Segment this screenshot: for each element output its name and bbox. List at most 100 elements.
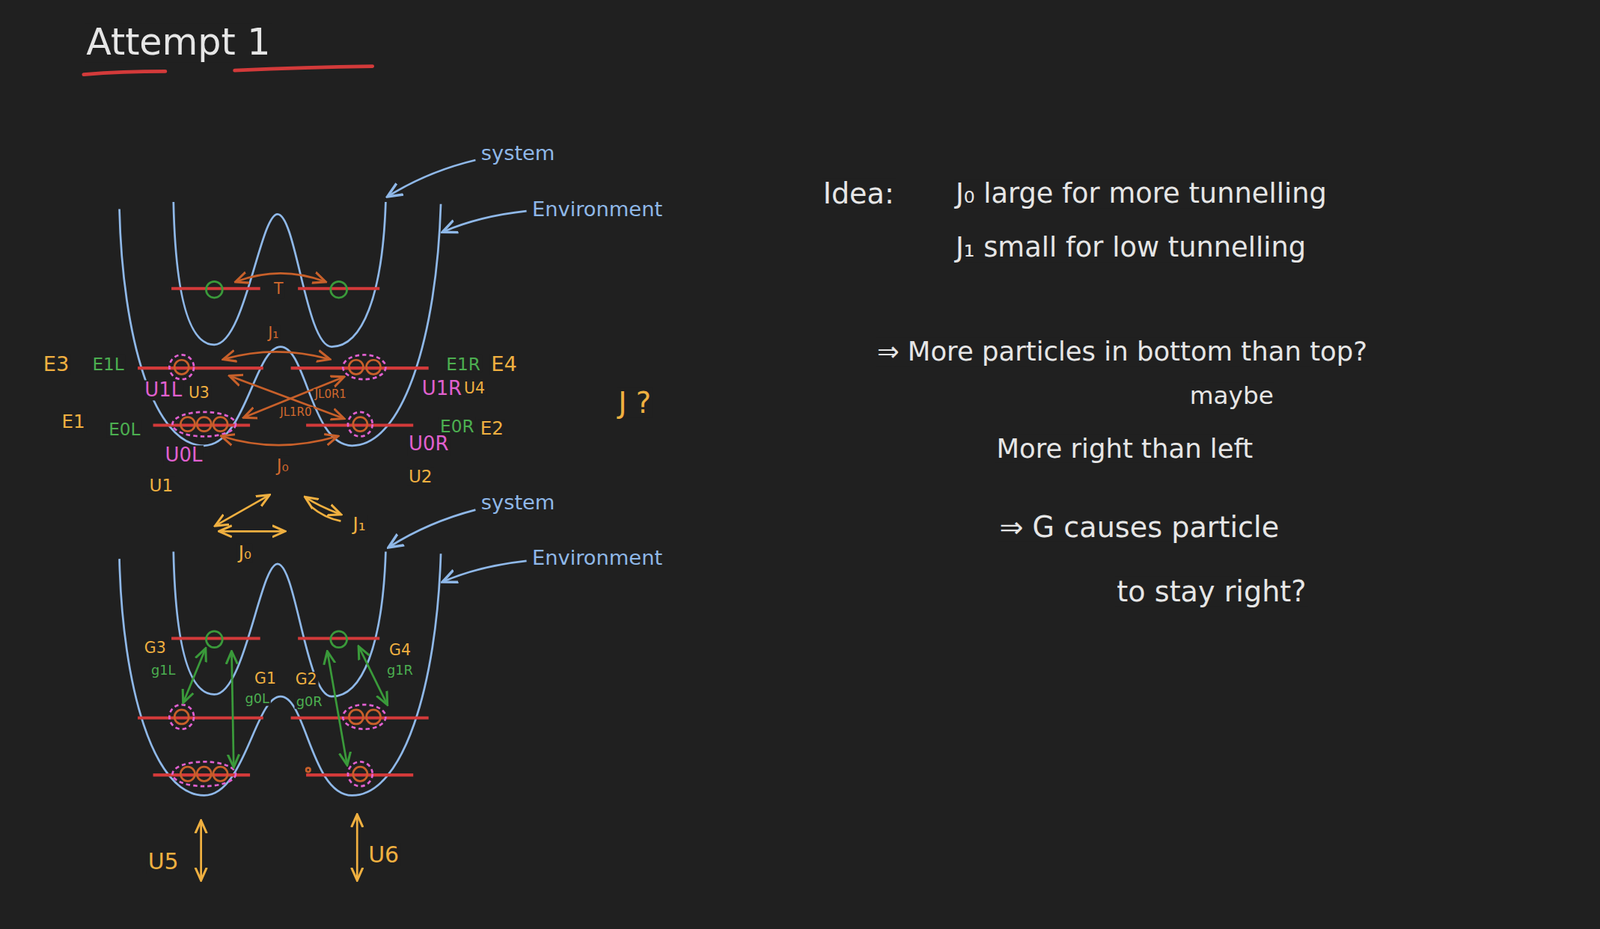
particle: [330, 631, 348, 649]
symbol-label: U0L: [163, 446, 204, 467]
note-text: to stay right?: [1115, 576, 1308, 607]
symbol-label: J₁: [266, 325, 280, 342]
symbol-label: E3: [41, 353, 72, 375]
double-well: [119, 552, 442, 797]
symbol-label: G3: [142, 640, 168, 657]
symbol-label: J₁: [350, 514, 367, 535]
particle: [174, 710, 189, 725]
system-potential: [173, 202, 387, 348]
symbol-label: JL1R0: [278, 407, 313, 420]
symbol-label: U1: [148, 476, 176, 495]
coupling-arrow: [327, 653, 348, 765]
double-well: [119, 202, 442, 447]
symbol-label: G4: [387, 642, 413, 659]
particle: [213, 767, 228, 782]
energy-level: [171, 636, 261, 640]
energy-level: [291, 366, 429, 370]
symbol-label: g0R: [294, 695, 325, 710]
tunnelling-arrow: [222, 437, 337, 447]
environment-particles: [174, 359, 381, 432]
coupling-arrows: [183, 648, 387, 767]
note-text: maybe: [1188, 383, 1276, 409]
coupling-arrow: [311, 507, 342, 522]
leader-line: [389, 160, 476, 197]
ring: [342, 354, 386, 380]
particle: [366, 710, 381, 725]
environment-particles: [174, 710, 381, 782]
symbol-label: E0L: [107, 420, 142, 439]
underline: [234, 66, 373, 71]
particle: [180, 767, 195, 782]
coupling-arrow: [220, 530, 285, 533]
underline: [83, 71, 166, 75]
particle: [205, 281, 223, 298]
energy-arrow: [199, 822, 203, 880]
symbol-label: G2: [294, 672, 319, 689]
ring: [169, 354, 194, 380]
tunnelling-arrow: [236, 273, 325, 282]
ring: [172, 412, 236, 438]
energy-level: [306, 773, 414, 777]
energy-levels: [137, 638, 429, 776]
system-particles: [205, 631, 347, 649]
interaction-rings: [169, 354, 386, 437]
symbol-label: E1: [60, 413, 87, 433]
energy-level: [291, 716, 429, 720]
environment-potential: [119, 553, 442, 796]
symbol-label: E4: [489, 353, 519, 375]
symbol-label: J₀: [237, 543, 253, 563]
symbol-label: J ?: [616, 388, 653, 419]
symbol-label: Environment: [530, 198, 664, 221]
symbol-label: U4: [462, 380, 487, 397]
system-particles: [205, 281, 347, 298]
particle: [213, 417, 228, 432]
particle: [205, 631, 223, 649]
symbol-label: system: [479, 142, 557, 164]
tunnelling-arrow: [224, 351, 329, 360]
energy-level: [171, 287, 261, 291]
symbol-label: U1L: [142, 380, 184, 402]
leader-lines: [389, 160, 527, 582]
symbol-label: U5: [146, 850, 181, 875]
symbol-label: T: [272, 282, 285, 298]
symbol-label: E0R: [438, 417, 476, 436]
particle: [174, 359, 189, 375]
ring: [172, 761, 236, 787]
leader-line: [443, 561, 527, 582]
note-text: J₀ large for more tunnelling: [954, 179, 1329, 209]
coupling-arrow: [216, 496, 269, 527]
symbol-label: U3: [187, 386, 212, 402]
energy-arrow: [356, 816, 359, 881]
symbol-label: system: [479, 492, 557, 515]
particle: [306, 768, 310, 773]
symbol-label: U1R: [420, 378, 464, 399]
symbol-label: G1: [252, 671, 278, 687]
particle: [196, 767, 212, 782]
energy-level: [297, 287, 380, 291]
note-text: ⇒ G causes particle: [998, 512, 1282, 543]
particle: [196, 417, 212, 432]
tunnelling-arrows: [222, 273, 343, 446]
coupling-arrow: [183, 649, 206, 702]
symbol-label: g0L: [243, 692, 271, 707]
particle: [353, 767, 368, 782]
energy-level: [137, 366, 264, 370]
note-text: More right than left: [994, 434, 1255, 463]
particle: [366, 359, 381, 375]
ring: [347, 412, 373, 438]
particle: [330, 281, 348, 298]
interaction-rings: [169, 704, 386, 787]
energy-level: [297, 636, 380, 640]
symbol-label: g1L: [149, 663, 177, 679]
energy-levels: [137, 288, 429, 426]
symbol-label: E1R: [444, 355, 482, 374]
leader-line: [443, 211, 527, 232]
coupling-arrow: [231, 653, 235, 767]
symbol-label: g1R: [385, 663, 415, 679]
ring: [169, 704, 194, 730]
coupling-arrows: [216, 496, 341, 533]
note-text: J₁ small for low tunnelling: [954, 233, 1308, 263]
energy-arrows: [201, 816, 358, 881]
